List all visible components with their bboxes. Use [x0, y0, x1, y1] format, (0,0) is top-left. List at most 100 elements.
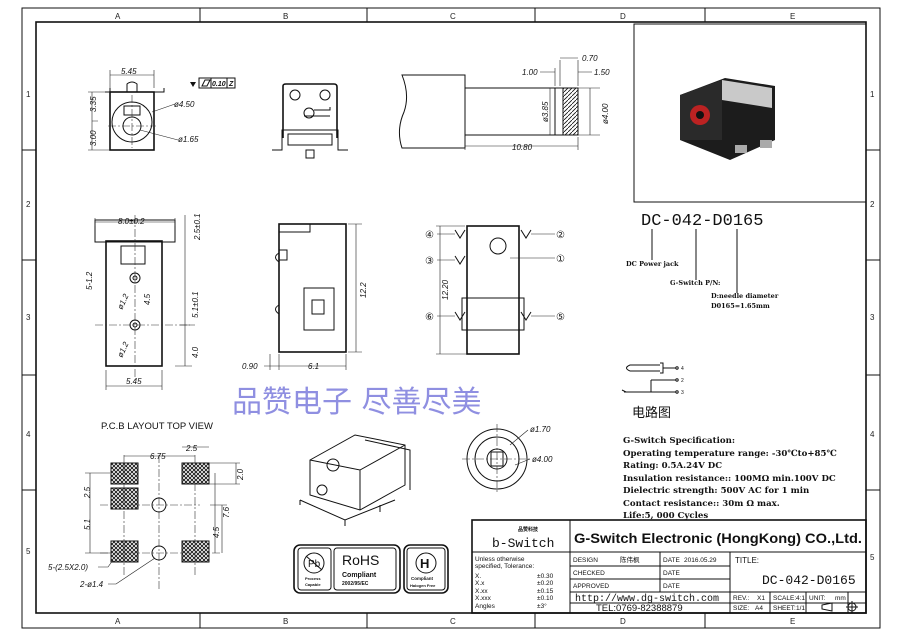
dim-front-upper: 3.35: [89, 96, 98, 112]
pin-label-1: ①: [556, 254, 565, 265]
part-label-d0165: D0165=1.65mm: [711, 302, 770, 310]
pb-sub1: Process: [305, 576, 321, 581]
logo-chinese: 品赞科技: [518, 526, 539, 533]
scale-value: 4:1: [796, 595, 805, 602]
title-value: DC-042-D0165: [762, 573, 856, 588]
dim-top-bottom: 4.0: [191, 346, 200, 358]
design-name: 陈伟枫: [620, 555, 640, 564]
grid-col-c: C: [450, 12, 456, 21]
pb-sub2: Capable: [305, 582, 321, 587]
circuit-pin-3: 3: [681, 390, 684, 396]
website: http://www.dg-switch.com: [575, 593, 719, 605]
grid-row-2: 2: [26, 200, 31, 209]
dim-plug-3: 1.50: [594, 68, 610, 77]
rev-value: X1: [757, 595, 765, 602]
dim-outer-diameter: ø4.50: [174, 100, 195, 109]
pin-label-5: ⑤: [556, 312, 565, 323]
dim-side-depth: 6.1: [308, 362, 319, 371]
spec-line: Contact resistance:: 30m Ω max.: [623, 499, 780, 509]
checked-date-label: DATE: [663, 570, 681, 577]
tolerance-title-2: specified, Tolerance:: [475, 563, 534, 570]
tolerance-title-1: Unless otherwise: [475, 556, 525, 563]
dim-top-hole1: ø1.2: [116, 292, 131, 311]
dim-bottom-dia2: ø4.00: [532, 455, 553, 464]
grid-col-d-bottom: D: [620, 617, 626, 626]
unit-value: mm: [835, 595, 846, 602]
dim-top-hole2: ø1.2: [116, 340, 131, 359]
grid-col-e-bottom: E: [790, 617, 795, 626]
company-name: G-Switch Electronic (HongKong) CO.,Ltd.: [574, 531, 862, 546]
dim-bottom-dia1: ø1.70: [530, 425, 551, 434]
grid-col-b: B: [283, 12, 288, 21]
dim-top-base: 5.45: [126, 377, 142, 386]
dim-pcb-675: 6.75: [150, 452, 166, 461]
halogen-sub2: Halogen Free: [410, 583, 436, 588]
part-label-needle: D:needle diameter: [711, 292, 779, 300]
pin-view: 12.20 ④ ③ ⑥ ② ① ⑤: [425, 225, 565, 355]
flatness-datum: Z: [228, 81, 234, 88]
rear-view: [272, 83, 348, 159]
part-label-pn: G-Switch P/N:: [670, 279, 720, 287]
plug-view: 1.00 0.70 1.50 ø3.85 ø4.00 10.80: [398, 54, 610, 152]
dim-pcb-76: 7.6: [222, 506, 231, 518]
dim-top-pin-height: 2.5±0.1: [193, 213, 202, 241]
unit-label: UNIT:: [809, 595, 825, 602]
dim-pcb-holes: 2-ø1.4: [79, 580, 104, 589]
approved-label: APPROVED: [573, 583, 609, 590]
spec-line: Insulation resistance:: 100MΩ min.100V D…: [623, 474, 836, 484]
dim-front-lower: 3.00: [89, 130, 98, 146]
product-photo: [633, 23, 867, 203]
circuit-diagram: 4 2 3 电路图: [621, 362, 684, 421]
dim-pcb-20: 2.0: [236, 468, 245, 481]
dim-pcb-25v: 2.5: [83, 486, 92, 499]
dim-side-height: 12.2: [359, 282, 368, 298]
grid-row-3: 3: [26, 313, 31, 322]
dim-pcb-pads: 5-(2.5X2.0): [48, 563, 88, 572]
dim-plug-dia2: ø4.00: [601, 103, 610, 124]
tolerance-value: ±0.30: [537, 573, 554, 580]
spec-line: Operating temperature range: -30℃to+85℃: [623, 449, 837, 459]
isometric-view: [299, 434, 411, 526]
dim-pcb-45: 4.5: [212, 526, 221, 538]
pin-label-6: ⑥: [425, 312, 434, 323]
company-logo: b-Switch: [492, 536, 554, 551]
top-view: 8.0±0.2 2.5±0.1 5-1.2 4.5 5.1±0.1 4.0 ø1…: [85, 213, 202, 390]
dim-plug-2: 0.70: [582, 54, 598, 63]
pb-label: Pb: [308, 559, 321, 570]
dim-side-left: 0.90: [242, 362, 258, 371]
grid-row-5: 5: [26, 547, 31, 556]
tolerance-key: X.: [475, 573, 481, 580]
rohs-directive: 2002/95/EC: [342, 581, 369, 587]
flatness-value: 0.10: [212, 81, 226, 88]
halogen-icon: H: [420, 556, 429, 571]
specification: G-Switch Specification: Operating temper…: [623, 436, 837, 521]
dim-front-width: 5.45: [121, 67, 137, 76]
sheet-value: 1/1: [796, 605, 805, 612]
halogen-sub1: Compliant: [411, 576, 434, 581]
circuit-pin-2: 2: [681, 378, 684, 384]
grid-col-e: E: [790, 12, 795, 21]
tolerance-key: X.xx: [475, 588, 488, 595]
pcb-title: P.C.B LAYOUT TOP VIEW: [101, 421, 213, 432]
grid-row-2-right: 2: [870, 200, 875, 209]
part-label-dc-jack: DC Power jack: [626, 260, 679, 268]
size-label: SIZE:: [733, 605, 749, 612]
rev-label: REV.:: [733, 595, 750, 602]
tolerance-value: ±0.15: [537, 588, 554, 595]
size-value: A4: [755, 605, 763, 612]
dim-pin-height: 12.20: [441, 279, 450, 300]
part-number-breakdown: DC-042-D0165 DC Power jack G-Switch P/N:…: [626, 212, 779, 310]
tolerance-key: X.x: [475, 580, 485, 587]
title-label: TITLE:: [735, 556, 759, 565]
dim-pcb-25: 2.5: [185, 444, 198, 453]
dim-top-offset: 5.1±0.1: [191, 291, 200, 318]
date-label: DATE: [663, 557, 681, 564]
pin-label-4: ④: [425, 230, 434, 241]
front-view: 5.45 3.35 3.00 ø4.50 ø1.65 0.10 Z: [88, 67, 236, 151]
part-number-code: DC-042-D0165: [641, 212, 763, 231]
dim-pcb-51: 5.1: [83, 519, 92, 530]
rohs-sub: Compliant: [342, 572, 377, 579]
side-view: 12.2 0.90 6.1: [242, 223, 368, 371]
watermark: 品赞电子 尽善尽美: [232, 385, 482, 420]
